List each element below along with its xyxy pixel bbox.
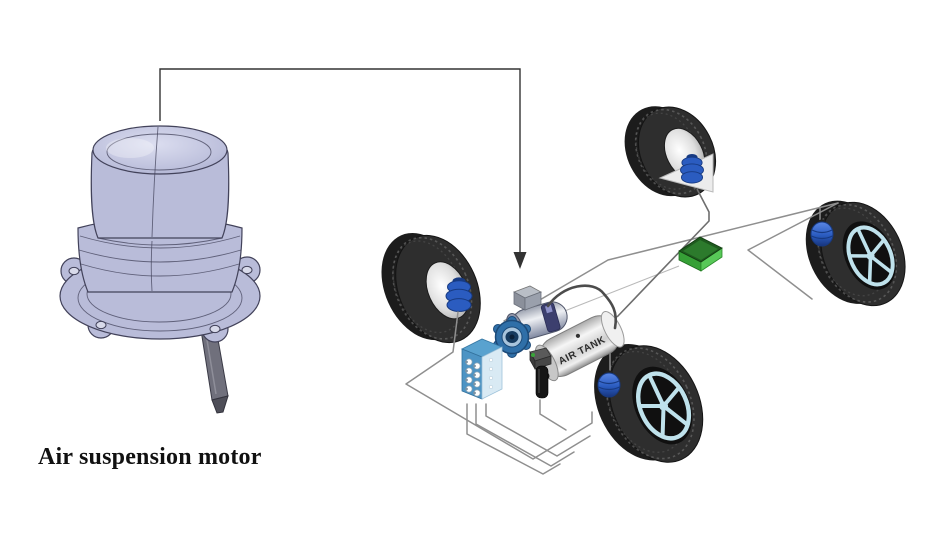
air-spring-right: [810, 219, 834, 247]
connector-arrow: [159, 68, 527, 269]
air-spring-left: [445, 277, 473, 312]
valve-ports: [465, 358, 481, 397]
valve-port-shadows: [465, 360, 476, 395]
compressor-top-box: [513, 285, 542, 311]
valve-side-dots: [489, 358, 493, 389]
air-suspension-motor: [59, 125, 261, 414]
vehicle-schematic: AIR TANK: [381, 106, 906, 475]
hose: [546, 284, 618, 330]
motor-top-cap: [90, 125, 230, 292]
rim-spokes-bottom: [637, 374, 690, 438]
compressor: [493, 284, 618, 358]
wheel-bottom: [594, 344, 704, 463]
wheel-top: [624, 106, 717, 198]
rim-spokes-right: [847, 227, 894, 285]
ecu-module: [678, 236, 723, 272]
wheel-right: [805, 200, 906, 307]
compressor-flange: [493, 316, 531, 358]
wheel-left: [381, 233, 481, 344]
air-spring-bottom: [597, 370, 621, 398]
air-dryer: [529, 347, 552, 399]
valve-block: [461, 338, 503, 400]
motor-caption: Air suspension motor: [38, 444, 262, 470]
air-spring-top: [680, 153, 704, 184]
